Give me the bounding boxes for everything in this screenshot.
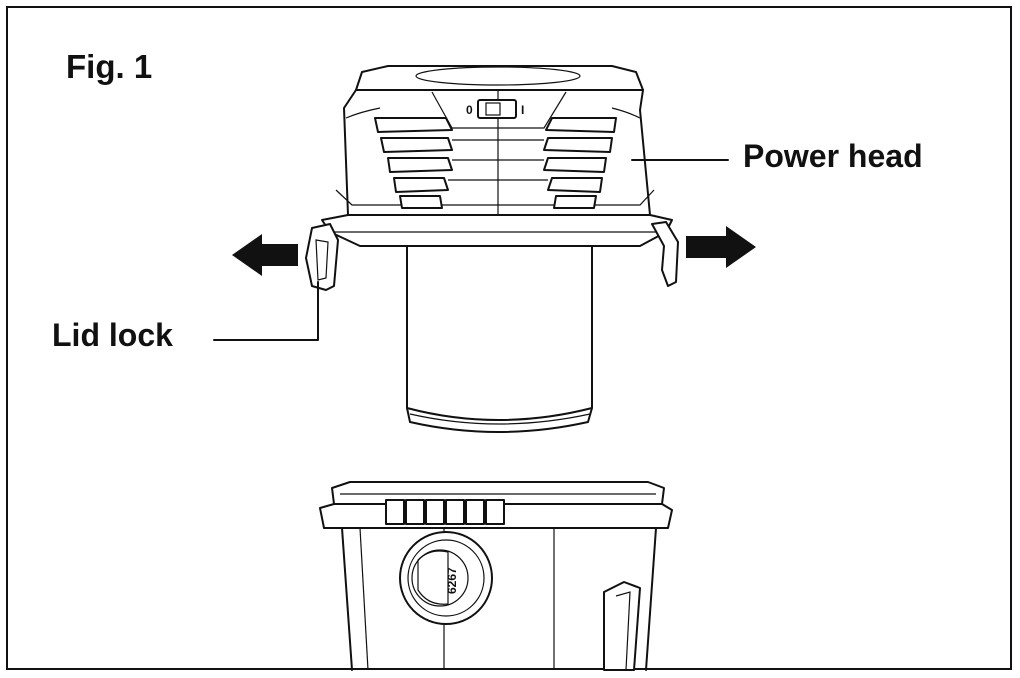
port-marking: 6267: [445, 567, 459, 594]
arrow-left-icon: [232, 234, 298, 276]
power-head-callout: Power head: [743, 138, 923, 174]
arrow-right-icon: [686, 226, 756, 268]
lid-lock-callout: Lid lock: [52, 317, 173, 353]
power-head: 0 I: [305, 65, 679, 291]
drum: 6267: [319, 481, 673, 671]
figure-label: Fig. 1: [66, 48, 153, 85]
lid-lock-leader-line: [213, 281, 319, 341]
switch-on-mark: I: [521, 103, 524, 117]
filter-cartridge: [406, 245, 593, 433]
switch-off-mark: 0: [466, 103, 473, 117]
